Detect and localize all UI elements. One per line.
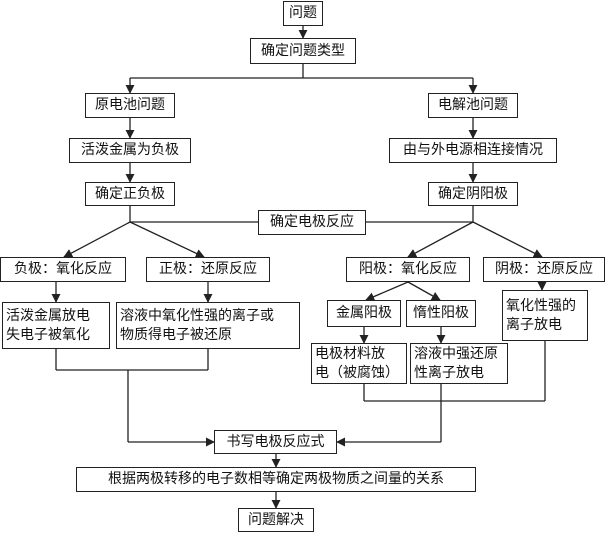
- node-oxidizer-gain-electrons: 溶液中氧化性强的离子或 物质得电子被还原: [116, 302, 300, 349]
- node-write-equation: 书写电极反应式: [214, 430, 337, 454]
- arrow-to-metal-anode: [365, 281, 409, 301]
- metal-lose-electrons-line1: 活泼金属放电: [6, 308, 90, 325]
- cations-discharge-line1: 氧化性强的: [506, 298, 576, 315]
- node-anode-oxidation: 阳极：氧化反应: [346, 257, 470, 282]
- node-determine-anode-cathode: 确定阴阳极: [428, 182, 518, 206]
- node-question: 问题: [283, 1, 323, 26]
- node-cations-discharge: 氧化性强的 离子放电: [502, 290, 588, 341]
- node-active-metal-negative: 活泼金属为负极: [69, 138, 191, 163]
- electrode-corroded-line1: 电极材料放: [315, 346, 385, 363]
- arrow-to-positive: [129, 221, 205, 258]
- electrode-corroded-line2: 电（被腐蚀）: [315, 364, 399, 381]
- cations-discharge-line2: 离子放电: [506, 316, 562, 333]
- oxidizer-gain-electrons-line2: 物质得电子被还原: [120, 326, 232, 343]
- node-electrolytic: 电解池问题: [428, 93, 518, 118]
- node-determine-pos-neg: 确定正负极: [85, 182, 175, 206]
- node-reducing-ions: 溶液中强还原 性离子放电: [410, 343, 508, 384]
- arrow-to-anode: [407, 221, 474, 258]
- arrow-to-negative: [63, 221, 131, 258]
- oxidizer-gain-electrons-line1: 溶液中氧化性强的离子或: [120, 308, 274, 325]
- node-negative-oxidation: 负极：氧化反应: [0, 257, 126, 282]
- node-metal-lose-electrons: 活泼金属放电 失电子被氧化: [2, 302, 110, 349]
- node-solved: 问题解决: [238, 508, 314, 532]
- node-cathode-reduction: 阴极：还原反应: [483, 257, 605, 282]
- node-by-connection: 由与外电源相连接情况: [389, 138, 557, 163]
- node-inert-anode: 惰性阳极: [406, 300, 476, 327]
- reducing-ions-line1: 溶液中强还原: [414, 346, 498, 363]
- metal-lose-electrons-line2: 失电子被氧化: [6, 326, 90, 343]
- node-determine-type: 确定问题类型: [250, 38, 356, 64]
- node-galvanic: 原电池问题: [85, 93, 175, 118]
- node-positive-reduction: 正极：还原反应: [146, 257, 270, 282]
- arrow-to-inert-anode: [407, 281, 441, 301]
- node-electron-conservation: 根据两极转移的电子数相等确定两极物质之间量的关系: [76, 467, 476, 492]
- arrow-to-cathode: [472, 221, 543, 258]
- node-electrode-corroded: 电极材料放 电（被腐蚀）: [311, 343, 407, 384]
- reducing-ions-line2: 性离子放电: [414, 364, 484, 381]
- node-metal-anode: 金属阳极: [327, 300, 401, 327]
- node-determine-reaction: 确定电极反应: [258, 210, 366, 235]
